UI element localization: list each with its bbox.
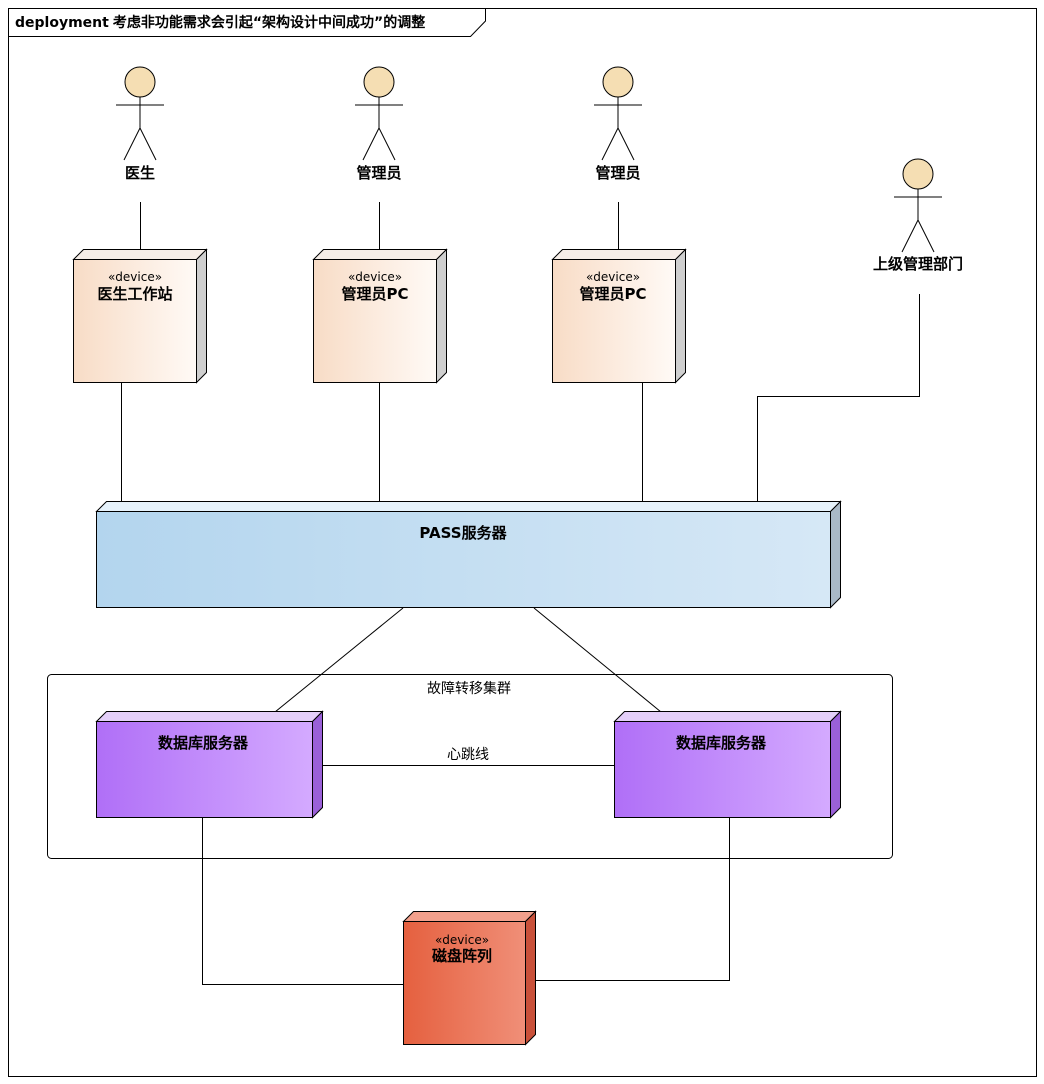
device-doctor-workstation[interactable]: «device» 医生工作站 bbox=[72, 248, 208, 384]
actor-body-icon bbox=[894, 189, 942, 253]
actor-label: 医生 bbox=[125, 164, 155, 182]
device-label: 管理员PC bbox=[341, 285, 408, 303]
node-pass-server[interactable]: PASS服务器 bbox=[95, 500, 842, 609]
link-db1-disk bbox=[202, 818, 403, 985]
node-db-server-2[interactable]: 数据库服务器 bbox=[613, 710, 842, 819]
actor-head-icon bbox=[363, 66, 395, 98]
device-admin-pc-2[interactable]: «device» 管理员PC bbox=[551, 248, 687, 384]
actor-label: 管理员 bbox=[356, 164, 401, 182]
node-label: 数据库服务器 bbox=[158, 734, 249, 752]
device-admin-pc-1[interactable]: «device» 管理员PC bbox=[312, 248, 448, 384]
actor-body-icon bbox=[116, 97, 164, 161]
actor-admin-1[interactable]: 管理员 bbox=[355, 66, 403, 182]
device-label: 管理员PC bbox=[579, 285, 646, 303]
device-label: 医生工作站 bbox=[97, 285, 172, 303]
actor-superior[interactable]: 上级管理部门 bbox=[873, 158, 963, 273]
cluster-label: 故障转移集群 bbox=[427, 680, 511, 697]
actor-admin-2[interactable]: 管理员 bbox=[594, 66, 642, 182]
node-label: 数据库服务器 bbox=[676, 734, 767, 752]
actor-head-icon bbox=[124, 66, 156, 98]
node-db-server-1[interactable]: 数据库服务器 bbox=[95, 710, 324, 819]
actor-body-icon bbox=[594, 97, 642, 161]
actor-head-icon bbox=[602, 66, 634, 98]
node-label: PASS服务器 bbox=[419, 524, 507, 542]
link-superior-server bbox=[757, 294, 920, 502]
actor-label: 管理员 bbox=[595, 164, 640, 182]
actor-label: 上级管理部门 bbox=[873, 255, 963, 273]
heartbeat-label: 心跳线 bbox=[447, 747, 489, 763]
actor-body-icon bbox=[355, 97, 403, 161]
actor-doctor[interactable]: 医生 bbox=[116, 66, 164, 182]
device-label: 磁盘阵列 bbox=[432, 947, 492, 965]
link-server-db2 bbox=[533, 607, 662, 713]
device-disk-array[interactable]: «device» 磁盘阵列 bbox=[402, 910, 537, 1046]
connectors bbox=[121, 202, 920, 985]
device-stereotype: «device» bbox=[586, 270, 640, 284]
link-db2-disk bbox=[535, 818, 730, 981]
device-stereotype: «device» bbox=[435, 933, 489, 947]
actor-head-icon bbox=[902, 158, 934, 190]
device-stereotype: «device» bbox=[348, 270, 402, 284]
device-stereotype: «device» bbox=[108, 270, 162, 284]
failover-cluster: 故障转移集群 bbox=[47, 674, 893, 859]
link-server-db1 bbox=[274, 607, 404, 713]
